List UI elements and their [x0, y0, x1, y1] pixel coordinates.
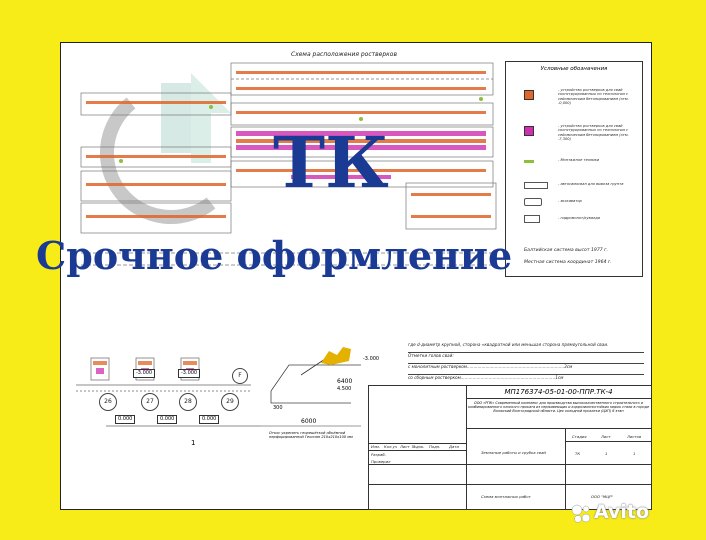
- dimension-label: 6000: [301, 418, 317, 425]
- height-system-note: Балтийская система высот 1977 г.: [524, 248, 608, 253]
- stage-header: Лист: [601, 434, 611, 439]
- cut-number: 1: [191, 439, 196, 447]
- legend-hammer-icon: [524, 215, 540, 223]
- legend-orange-swatch-icon: [524, 90, 534, 100]
- legend-item-4: - автосамосвал для вывоза грунта: [558, 182, 624, 186]
- level-box: 0.000: [157, 415, 178, 424]
- drawing-code: МП176374-05-01-00-ППР.ТК-4: [466, 386, 651, 399]
- pile-cap-fill: [93, 361, 197, 365]
- legend-magenta-swatch-icon: [524, 126, 534, 136]
- slope-caption: Откос укрепить георешёткой объёмной перф…: [269, 431, 353, 440]
- note-line: где d-диаметр крупной, сторона «квадратн…: [408, 342, 644, 353]
- legend-item-2: - устройство ростверков для свай сконстр…: [558, 124, 629, 141]
- level-label: -3.000: [178, 369, 201, 378]
- header-cell: Подп.: [429, 444, 441, 449]
- legend-dump-truck-icon: [524, 182, 548, 189]
- role-cell: Разраб.: [371, 452, 386, 457]
- header-cell: Кол.уч: [384, 444, 398, 449]
- foundation-row-orange: [86, 71, 491, 218]
- stage-header: Стадия: [572, 434, 587, 439]
- header-cell: Лист: [400, 444, 410, 449]
- legend-machinery-icon: [524, 160, 534, 163]
- stage-value: 1: [633, 451, 636, 456]
- legend-title: Условные обозначения: [540, 66, 608, 72]
- role-cell: Проверил: [371, 459, 391, 464]
- header-cell: Дата: [449, 444, 459, 449]
- plan-title: Схема расположения ростверков: [291, 51, 398, 58]
- stage-value: 1: [605, 451, 608, 456]
- work-title: Земляные работы и срубка свай: [481, 450, 546, 455]
- avito-logo-icon: [571, 504, 591, 523]
- grid-axis: 28: [179, 393, 197, 411]
- project-description: ООО «РПК» Современный комплекс для произ…: [466, 399, 651, 429]
- note-line: Отметки голов свай:: [408, 353, 644, 364]
- dimension-label: 4.500: [337, 386, 352, 392]
- header-cell: Изм.: [371, 444, 380, 449]
- grid-axis: 26: [99, 393, 117, 411]
- grid-axis: 29: [221, 393, 239, 411]
- note-line: с монолитным ростверком.................…: [408, 364, 644, 375]
- drawing-sheet: Схема расположения ростверков Условные о…: [60, 42, 652, 510]
- site-plan-drawing: [76, 62, 497, 427]
- avito-watermark: Avito: [594, 501, 650, 523]
- overlay-subtitle: Срочное оформление: [36, 233, 513, 278]
- foundation-row-magenta: [236, 131, 486, 179]
- watermark-logo-icon: [99, 73, 231, 224]
- excavator-icon: [321, 347, 351, 365]
- foundation-plan: [80, 62, 497, 266]
- dimension-label: 300: [273, 405, 283, 411]
- legend-panel: Условные обозначения - устройство ростве…: [505, 61, 643, 277]
- level-box: 0.000: [199, 415, 220, 424]
- legend-item-3: - Монтажное техники: [558, 158, 600, 162]
- legend-item-5: - экскаватор: [558, 199, 582, 203]
- header-cell: №док.: [412, 444, 425, 449]
- title-block: МП176374-05-01-00-ППР.ТК-4 ООО «РПК» Сов…: [368, 385, 652, 510]
- overlay-title: ТК: [273, 121, 389, 204]
- section-marker: F: [232, 368, 248, 384]
- level-box: 0.000: [115, 415, 136, 424]
- legend-item-1: - устройство ростверков для свай сконстр…: [558, 88, 629, 105]
- company-name: ООО "МЦР": [591, 494, 614, 499]
- scheme-title: Схема монтажных работ: [481, 494, 531, 499]
- legend-item-6: - гидромолот/кувалда: [558, 216, 600, 220]
- coordinate-system-note: Местная система координат 1964 г.: [524, 260, 612, 265]
- machinery-markers: [119, 97, 483, 163]
- legend-excavator-icon: [524, 198, 542, 206]
- top-mark-label: -3.000: [363, 356, 380, 362]
- grid-axis: 27: [141, 393, 159, 411]
- dimension-label: 6400: [337, 378, 353, 385]
- level-label: -3.000: [133, 369, 156, 378]
- stage-header: Листов: [627, 434, 642, 439]
- stage-value: ТК: [575, 451, 581, 456]
